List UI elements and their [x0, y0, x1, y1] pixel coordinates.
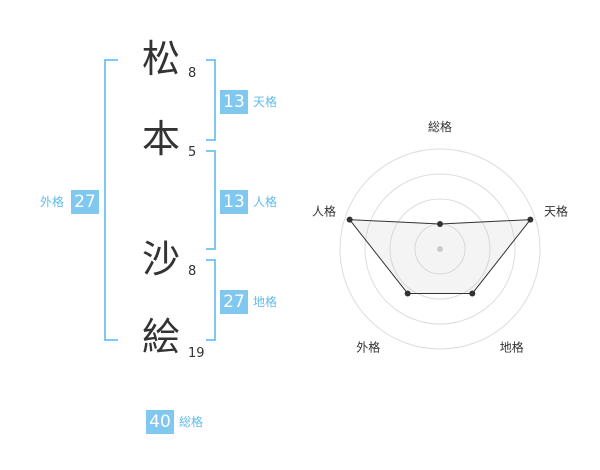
stroke-count-3: 8	[188, 264, 197, 279]
soukaku-label: 総格	[179, 415, 204, 429]
jinkaku-label: 人格	[253, 195, 278, 209]
radar-point-3	[469, 290, 476, 297]
stroke-count-4: 19	[188, 346, 205, 361]
jinkaku-bracket	[206, 150, 216, 250]
radar-center	[437, 246, 443, 252]
chikaku-bracket	[206, 259, 216, 341]
stroke-count-1: 8	[188, 66, 197, 81]
radar-axis-label-4: 外格	[356, 340, 380, 355]
radar-ring-2	[389, 198, 491, 300]
radar-point-5	[346, 216, 353, 223]
radar-axis-label-1: 総格	[428, 119, 452, 134]
gaikaku-value: 27	[71, 190, 99, 214]
gaikaku-label: 外格	[40, 195, 65, 209]
gaikaku-bracket	[104, 59, 118, 341]
chikaku-label: 地格	[253, 295, 278, 309]
radar-ring-4	[339, 148, 541, 350]
radar-polygon	[348, 219, 532, 294]
soukaku-value: 40	[146, 410, 174, 434]
radar-point-4	[404, 290, 411, 297]
name-char-4: 絵	[141, 315, 180, 359]
tenkaku-value: 13	[220, 90, 248, 114]
radar-ring-3	[364, 173, 516, 325]
jinkaku-value: 13	[220, 190, 248, 214]
name-char-3: 沙	[141, 237, 180, 281]
stroke-count-2: 5	[188, 145, 197, 160]
name-char-1: 松	[141, 37, 180, 81]
radar-axis-label-2: 天格	[544, 203, 568, 218]
chikaku-value: 27	[220, 290, 248, 314]
radar-axis-label-5: 人格	[312, 203, 336, 218]
tenkaku-bracket	[206, 59, 216, 141]
radar-axis-label-3: 地格	[500, 340, 524, 355]
tenkaku-label: 天格	[253, 95, 278, 109]
name-char-2: 本	[141, 117, 180, 161]
radar-point-2	[527, 216, 534, 223]
radar-point-1	[437, 221, 443, 227]
